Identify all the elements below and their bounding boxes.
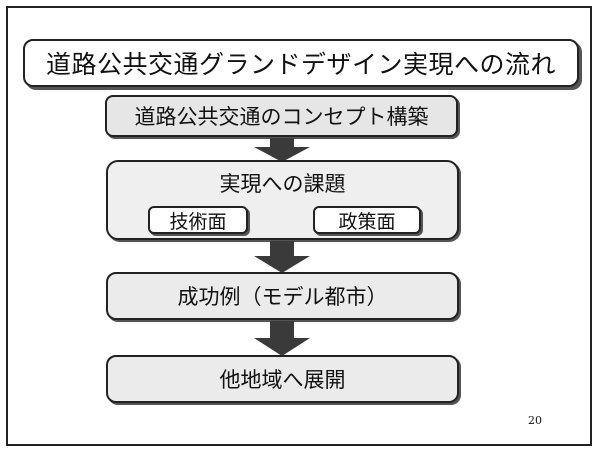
issues-step: 実現への課題 技術面 政策面 xyxy=(106,160,459,240)
issues-label: 実現への課題 xyxy=(219,172,346,196)
down-arrow-2 xyxy=(254,241,310,273)
success-example-step: 成功例（モデル都市） xyxy=(106,272,459,320)
policy-aspect: 政策面 xyxy=(313,206,421,234)
page-number: 20 xyxy=(528,414,542,427)
technical-aspect: 技術面 xyxy=(148,206,248,234)
down-arrow-3 xyxy=(254,321,310,356)
concept-step: 道路公共交通のコンセプト構築 xyxy=(105,95,458,137)
flow-title: 道路公共交通グランドデザイン実現への流れ xyxy=(23,39,579,87)
down-arrow-1 xyxy=(254,138,310,162)
expand-step: 他地域へ展開 xyxy=(106,355,459,403)
